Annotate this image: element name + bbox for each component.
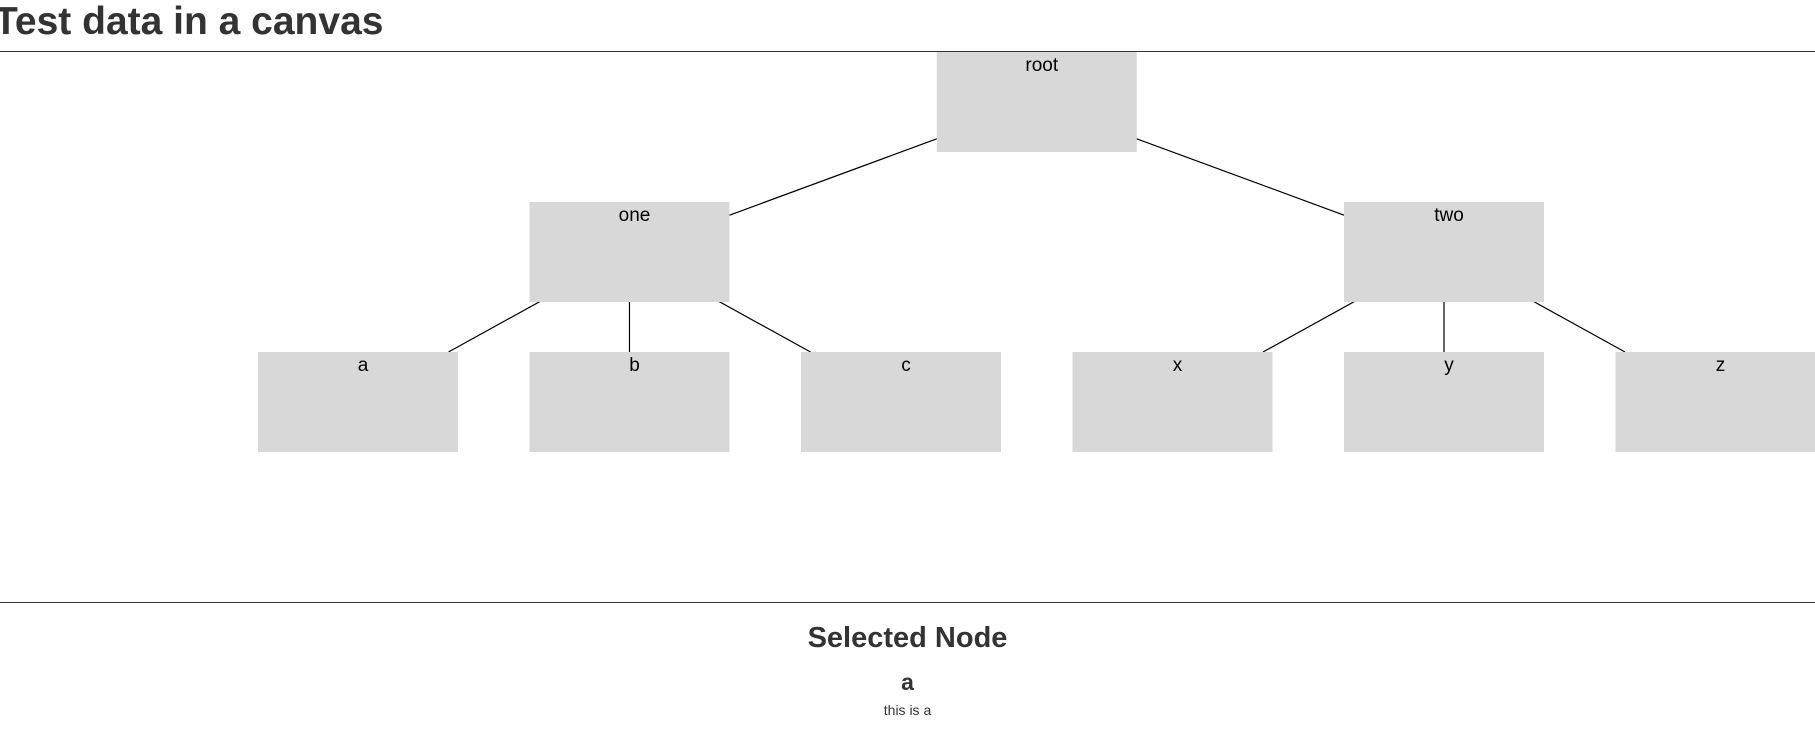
node-box-one[interactable]: [529, 202, 730, 302]
selected-node-description: this is a: [883, 702, 932, 718]
node-label-root: root: [1025, 55, 1058, 76]
node-label-z: z: [1716, 355, 1726, 376]
selected-node-name: a: [901, 669, 914, 695]
node-box-b[interactable]: [529, 352, 730, 452]
nodes-layer: root one two a b c x y z: [258, 52, 1815, 452]
node-label-b: b: [629, 355, 640, 376]
selected-node-panel: Selected Node a this is a: [0, 603, 1815, 719]
node-box-a[interactable]: [258, 352, 458, 452]
node-box-y[interactable]: [1344, 352, 1544, 452]
node-box-two[interactable]: [1344, 202, 1544, 302]
node-label-c: c: [901, 355, 911, 376]
selected-node-heading: Selected Node: [807, 622, 1008, 654]
page-title: Test data in a canvas: [0, 0, 384, 43]
node-label-two: two: [1434, 205, 1464, 226]
node-label-y: y: [1444, 355, 1454, 376]
tree-diagram[interactable]: root one two a b c x y z: [0, 52, 1815, 602]
tree-canvas-area[interactable]: root one two a b c x y z: [0, 51, 1815, 603]
node-box-x[interactable]: [1072, 352, 1273, 452]
node-box-z[interactable]: [1615, 352, 1815, 452]
node-label-x: x: [1173, 355, 1183, 376]
node-label-one: one: [619, 205, 651, 226]
node-label-a: a: [358, 355, 369, 376]
node-box-c[interactable]: [801, 352, 1001, 452]
node-box-root[interactable]: [936, 52, 1137, 152]
